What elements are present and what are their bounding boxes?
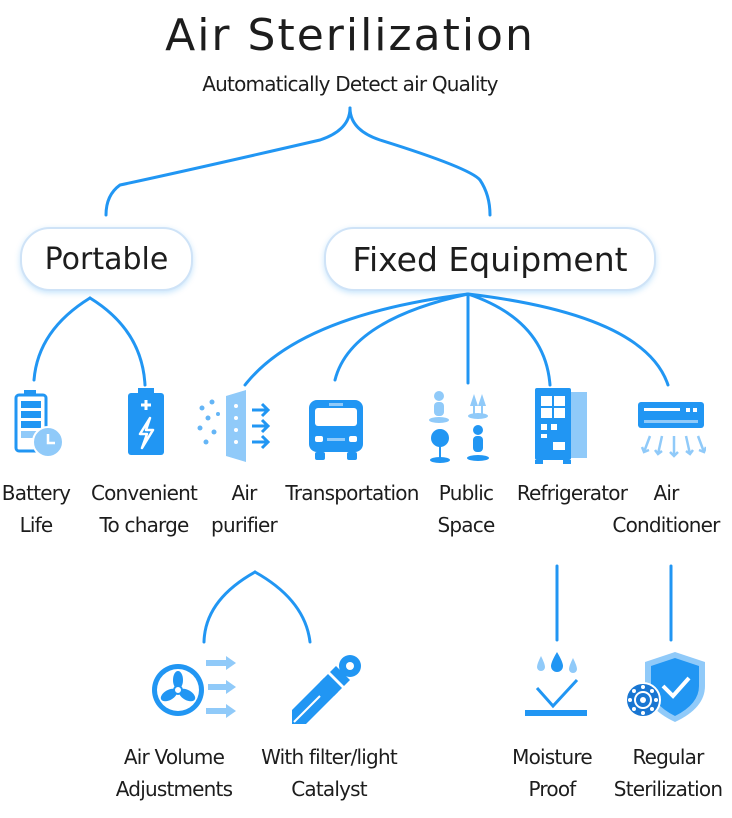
transportation-label: Transportation xyxy=(285,481,419,505)
fan-airflow-icon xyxy=(152,656,236,718)
connector-purifier-left xyxy=(202,570,257,644)
connector-fixed-ac xyxy=(466,292,670,387)
air-purifier-icon xyxy=(197,390,271,462)
portable-category: Portable xyxy=(20,227,193,291)
refrigerator-icon xyxy=(535,388,587,464)
refrigerator-label: Refrigerator xyxy=(516,481,628,505)
sterilization-shield-icon xyxy=(625,652,705,722)
light-catalyst-icon xyxy=(292,655,361,724)
fixed-equipment-category: Fixed Equipment xyxy=(324,227,656,291)
connector-fixed-fridge xyxy=(466,292,552,387)
battery-clock-icon xyxy=(14,390,64,458)
connector-top-brace-right xyxy=(348,106,492,217)
public-space-icon xyxy=(429,391,489,463)
connector-portable-left xyxy=(32,296,92,382)
air-conditioner-icon xyxy=(638,402,706,458)
connector-portable-right xyxy=(88,296,147,387)
connector-fixed-transport xyxy=(333,292,470,382)
diagram-subtitle: Automatically Detect air Quality xyxy=(202,72,498,96)
diagram-title: Air Sterilization xyxy=(165,10,535,61)
bus-icon xyxy=(309,400,363,460)
connector-fixed-purifier xyxy=(243,292,470,387)
connector-purifier-right xyxy=(253,570,312,644)
moisture-proof-icon xyxy=(525,652,587,716)
connector-top-brace xyxy=(104,106,352,217)
charging-battery-icon xyxy=(128,388,164,455)
